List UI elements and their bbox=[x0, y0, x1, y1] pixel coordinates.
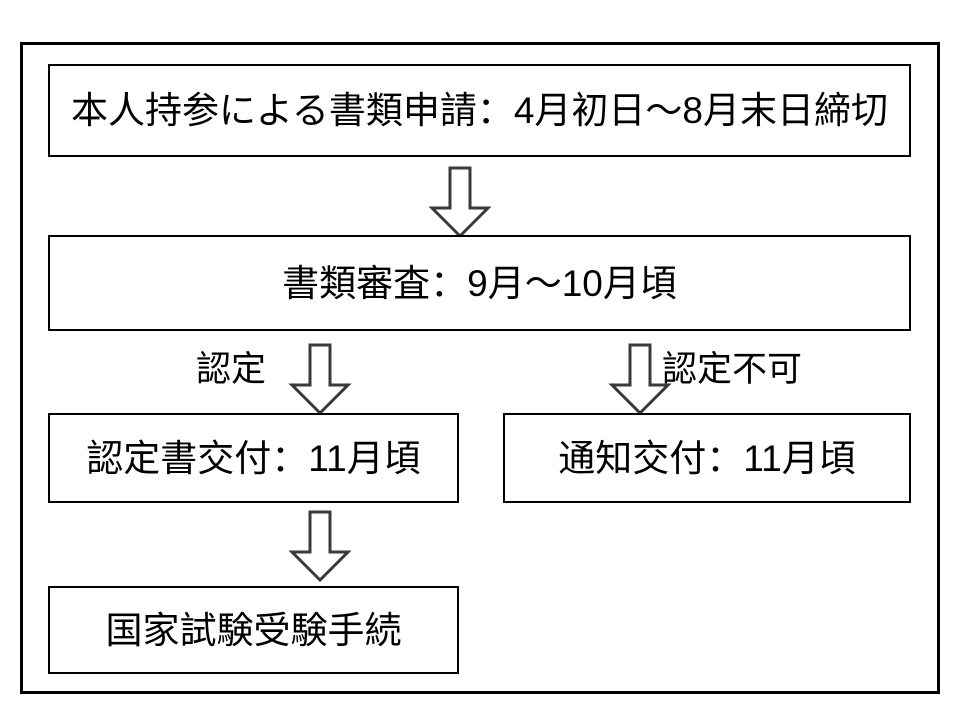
flow-node-application: 本人持参による書類申請：4月初日〜8月末日締切 bbox=[48, 64, 911, 157]
flow-node-review: 書類審査：9月〜10月頃 bbox=[48, 235, 911, 331]
down-arrow-icon-review-rejected bbox=[608, 343, 672, 415]
flow-node-review-label: 書類審査：9月〜10月頃 bbox=[282, 262, 677, 304]
flow-node-application-label: 本人持参による書類申請：4月初日〜8月末日締切 bbox=[70, 90, 889, 131]
edge-label-rejected: 認定不可 bbox=[662, 350, 803, 389]
flow-node-exam-label: 国家試験受験手続 bbox=[105, 609, 402, 651]
flow-node-notice: 通知交付：11月頃 bbox=[503, 413, 911, 503]
down-arrow-icon-application-to-review bbox=[428, 166, 492, 238]
flow-node-exam: 国家試験受験手続 bbox=[48, 586, 459, 674]
flow-node-certificate: 認定書交付：11月頃 bbox=[48, 413, 459, 503]
edge-label-approved: 認定 bbox=[196, 350, 267, 389]
down-arrow-icon-review-approved bbox=[288, 343, 352, 415]
flow-node-certificate-label: 認定書交付：11月頃 bbox=[86, 437, 421, 479]
flow-node-notice-label: 通知交付：11月頃 bbox=[558, 437, 856, 479]
down-arrow-icon-certificate-to-exam bbox=[288, 510, 352, 582]
